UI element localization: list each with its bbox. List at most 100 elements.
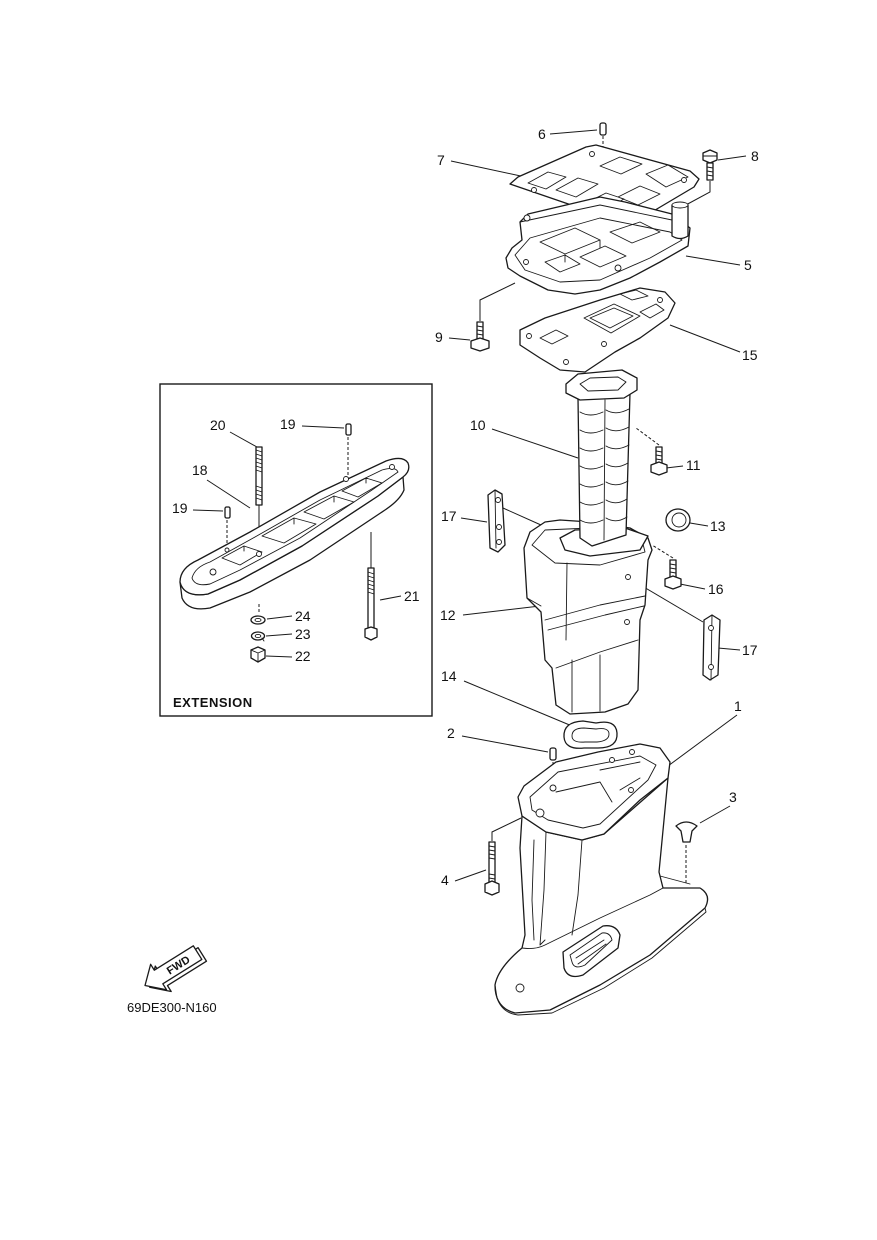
guide-8-to-5 xyxy=(683,181,711,207)
plate-18-cutouts xyxy=(221,477,383,566)
leader-19-lower xyxy=(192,509,224,512)
bolt-16-threads xyxy=(669,563,677,574)
leader-22 xyxy=(265,655,293,658)
casing-1-cavity xyxy=(555,761,641,803)
casing-1-rim-hole xyxy=(629,749,635,755)
gasket-15-cutouts xyxy=(539,289,665,345)
callout-11: 11 xyxy=(686,457,701,473)
part-4-stud xyxy=(484,841,500,896)
pipe-10-flange-opening xyxy=(579,376,627,392)
casing-1-intake-inner xyxy=(569,932,613,968)
leader-5 xyxy=(685,255,741,266)
part-23-lock-washer xyxy=(250,631,266,642)
callout-13: 13 xyxy=(710,518,726,534)
callout-8: 8 xyxy=(751,148,759,164)
leader-6 xyxy=(549,129,598,135)
callout-6: 6 xyxy=(538,126,546,142)
callout-19-lower: 19 xyxy=(172,500,188,516)
leader-lines xyxy=(448,129,747,884)
casing-1-side-rib xyxy=(531,839,691,941)
mount-17-right-hole xyxy=(708,625,714,631)
leader-20 xyxy=(229,431,258,448)
leader-3 xyxy=(699,805,731,824)
callout-12: 12 xyxy=(440,607,456,623)
mount-17-left-hole xyxy=(496,539,502,545)
bolt-11-head xyxy=(650,461,668,476)
bolt-16-head xyxy=(664,575,682,590)
part-1-casing xyxy=(494,743,709,1016)
callout-labels: 6 7 8 5 9 15 10 11 17 13 16 12 17 14 1 2… xyxy=(435,126,759,888)
guide-11-to-10 xyxy=(635,427,660,446)
bolt-21-threads xyxy=(367,571,375,595)
part-3-grommet xyxy=(675,821,698,843)
leader-11 xyxy=(665,465,684,469)
leader-24 xyxy=(266,615,293,620)
housing-12-faces xyxy=(526,562,646,713)
drawing-code: 69DE300-N160 xyxy=(127,1000,217,1015)
plate-5-hole xyxy=(523,259,529,265)
part-8-bolt xyxy=(702,149,718,181)
gasket-7-hole xyxy=(681,177,687,183)
bolt-11-threads xyxy=(655,450,663,461)
mount-17-right-hole xyxy=(708,664,714,670)
callout-15: 15 xyxy=(742,347,758,363)
callout-22: 22 xyxy=(295,648,311,664)
part-6-dowel-pin xyxy=(599,122,607,136)
leader-7 xyxy=(450,160,531,179)
part-11-bolt xyxy=(650,446,668,476)
callout-5: 5 xyxy=(744,257,752,273)
plate-5-hole xyxy=(523,214,531,222)
plate-5-cavities xyxy=(519,204,673,273)
casing-1-base-hole xyxy=(515,983,525,993)
leader-9 xyxy=(448,337,471,341)
leader-8 xyxy=(717,155,747,161)
part-19-pin-lower xyxy=(224,506,231,519)
bolt-8-threads xyxy=(702,155,718,177)
part-17-mount-left xyxy=(487,489,506,553)
callout-1: 1 xyxy=(734,698,742,714)
casing-1-dowel-hole xyxy=(549,784,557,792)
guide-4-to-1 xyxy=(491,817,522,841)
part-15-gasket xyxy=(519,287,676,373)
part-10-pipe xyxy=(559,369,649,557)
plate-18-hole xyxy=(224,547,230,553)
stud-4-threads xyxy=(488,845,496,880)
callout-17-right: 17 xyxy=(742,642,758,658)
part-2-dowel-pin xyxy=(549,747,557,761)
callout-7: 7 xyxy=(437,152,445,168)
part-19-pin-upper xyxy=(345,423,352,436)
nut-22-edges xyxy=(250,649,266,663)
housing-12-rim xyxy=(531,527,646,566)
gasket-15-hole xyxy=(526,333,532,339)
grommet-13-inner xyxy=(671,512,687,528)
leader-19-upper xyxy=(301,425,345,429)
casing-1-intake xyxy=(562,925,621,978)
callout-23: 23 xyxy=(295,626,311,642)
casing-1-rim xyxy=(517,743,671,841)
bolt-8-head xyxy=(702,149,718,164)
part-5-plate xyxy=(505,196,691,295)
part-20-stud xyxy=(255,446,263,506)
callout-3: 3 xyxy=(729,789,737,805)
plate-18-hole xyxy=(343,476,349,482)
washer-24-inner xyxy=(254,617,262,623)
mount-17-left-hole xyxy=(495,497,501,503)
part-17-mount-right xyxy=(702,614,721,681)
bolt-9-head xyxy=(470,337,490,352)
stud-20-threads xyxy=(255,449,263,501)
plate-5-tube xyxy=(671,204,689,240)
leader-17-left xyxy=(460,517,488,523)
dowel-2-body xyxy=(549,747,557,761)
leader-10 xyxy=(491,428,579,459)
part-16-bolt xyxy=(664,559,682,590)
gasket-15-hole xyxy=(601,341,607,347)
guide-9-to-5 xyxy=(479,282,516,321)
gasket-15-outline xyxy=(519,287,676,373)
pipe-10-flange xyxy=(565,369,638,401)
plate-18-hole xyxy=(256,551,262,557)
grommet-3-body xyxy=(675,821,698,843)
plate-18-hole xyxy=(209,568,217,576)
leader-14 xyxy=(463,680,573,727)
callout-10: 10 xyxy=(470,417,486,433)
leader-17-right xyxy=(717,647,741,651)
